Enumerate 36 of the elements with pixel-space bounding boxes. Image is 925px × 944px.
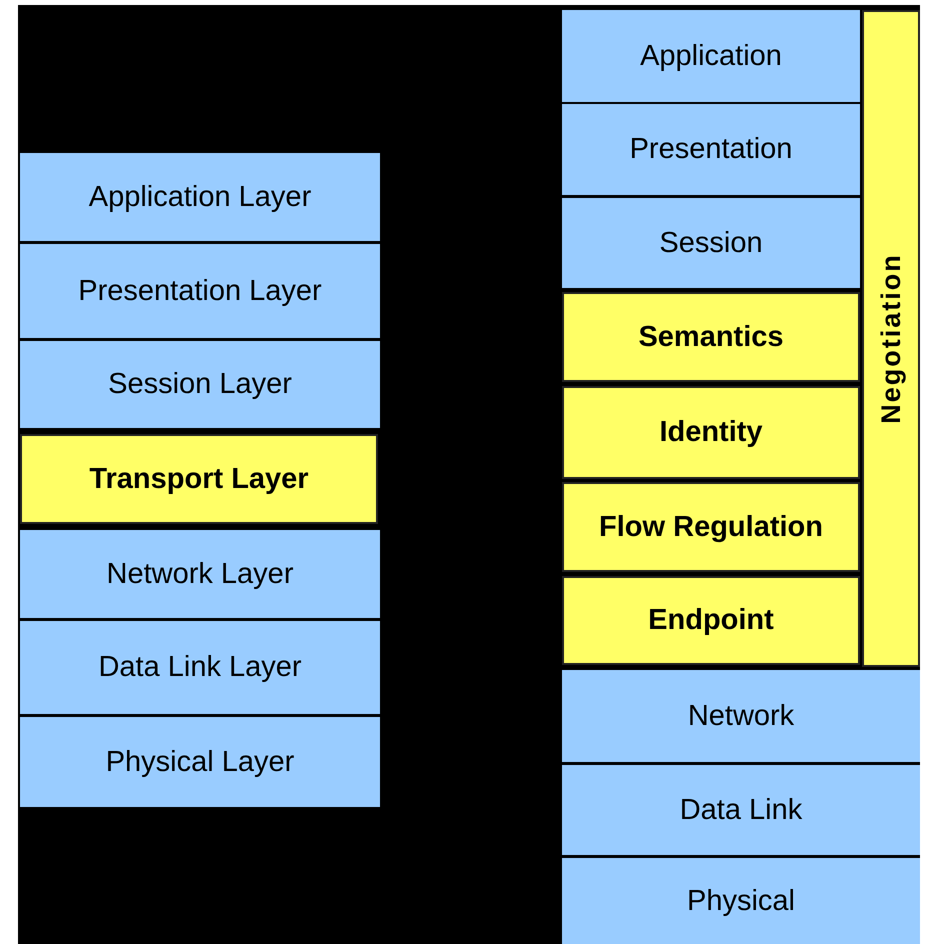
layer-box — [20, 717, 380, 807]
layer-label: Physical Layer — [106, 746, 294, 778]
layer-box — [20, 341, 380, 428]
layer-box — [20, 621, 380, 714]
layer-label: Transport Layer — [89, 462, 309, 496]
layer-box — [20, 153, 380, 241]
layer-label: Presentation — [630, 133, 792, 166]
layer-label: Data Link — [680, 794, 802, 826]
highlighted-layer-box — [562, 292, 860, 382]
layer-label: Flow Regulation — [599, 510, 823, 544]
highlighted-layer-box — [562, 576, 860, 665]
layer-label: Application — [640, 40, 782, 72]
layer-label: Endpoint — [648, 604, 774, 637]
layer-box — [562, 10, 860, 102]
layer-label: Session — [659, 226, 763, 260]
layer-label: Negotiation — [876, 253, 906, 424]
layer-box — [20, 530, 380, 618]
layer-box — [562, 670, 920, 762]
layer-label: Semantics — [638, 320, 784, 354]
highlighted-layer-box — [20, 434, 378, 524]
layer-box — [562, 765, 920, 855]
layer-box — [562, 104, 860, 195]
layer-label: Presentation Layer — [78, 274, 322, 308]
layer-box — [562, 858, 920, 944]
layer-label: Data Link Layer — [98, 651, 302, 684]
layer-label: Session Layer — [108, 368, 292, 401]
layer-label: Application Layer — [88, 180, 312, 214]
vertical-layer-band — [862, 10, 920, 667]
layer-box — [20, 244, 380, 338]
layer-label: Physical — [687, 884, 795, 918]
layer-label: Network — [688, 700, 794, 732]
layer-label: Identity — [659, 416, 763, 449]
layer-label: Network Layer — [106, 558, 294, 590]
highlighted-layer-box — [562, 386, 860, 479]
layer-box — [562, 198, 860, 288]
highlighted-layer-box — [562, 482, 860, 572]
